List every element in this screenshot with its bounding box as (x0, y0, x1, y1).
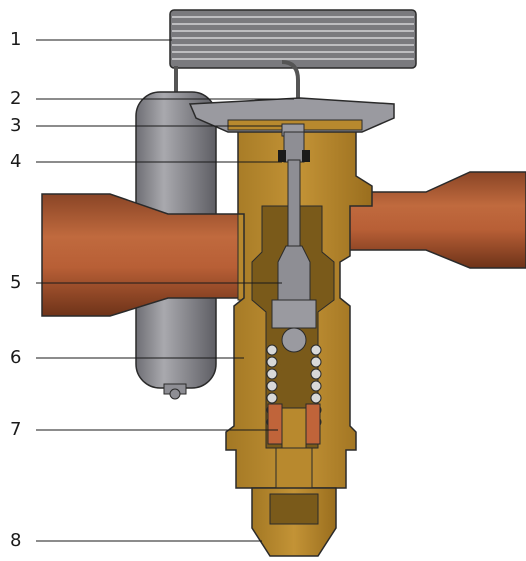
push-rod (278, 131, 310, 247)
leader-lines (36, 39, 294, 542)
callout-6: 6 (10, 347, 22, 368)
callout-4: 4 (10, 151, 22, 172)
valve-cone (271, 245, 317, 353)
callout-8: 8 (10, 530, 22, 551)
callout-5: 5 (10, 272, 22, 293)
capillary-coil (169, 9, 417, 69)
callout-2: 2 (10, 88, 22, 109)
inlet-pipe (41, 193, 249, 317)
capillary-tube-right (281, 60, 300, 104)
callout-3: 3 (10, 115, 22, 136)
callout-7: 7 (10, 419, 22, 440)
bottom-cap (251, 487, 337, 557)
diaphragm-head (188, 97, 395, 137)
callout-1: 1 (10, 29, 22, 50)
